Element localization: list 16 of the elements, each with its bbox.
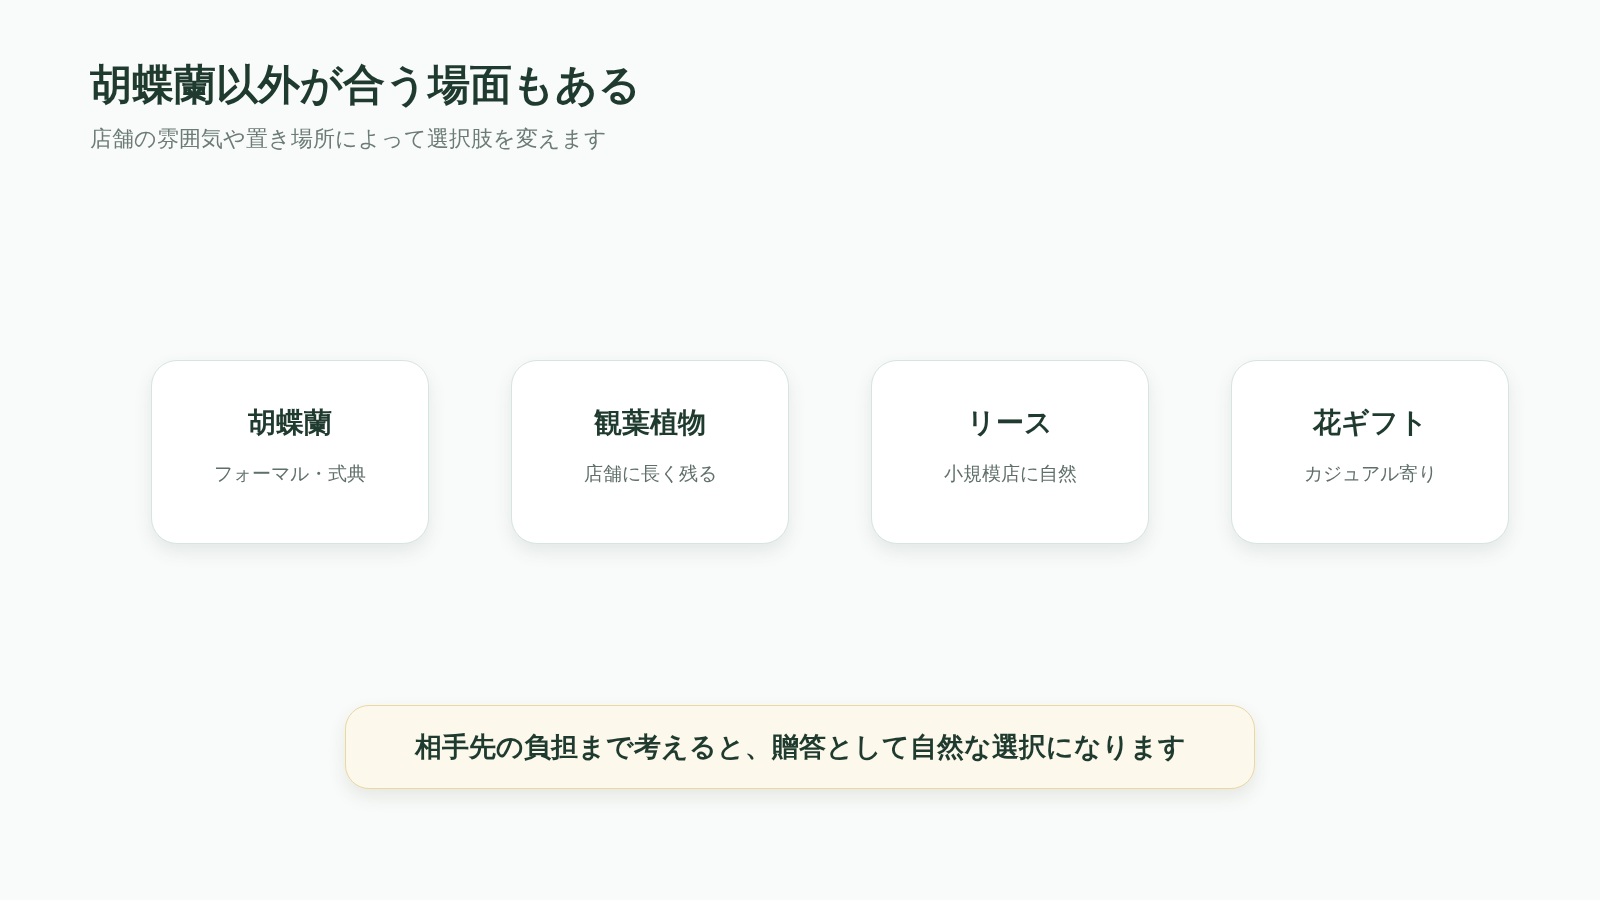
card bbox=[1231, 360, 1509, 544]
card-title: 胡蝶蘭 bbox=[247, 405, 333, 441]
subtitle: 店舗の雰囲気や置き場所によって選択肢を変えます bbox=[90, 125, 607, 153]
card-description: フォーマル・式典 bbox=[213, 461, 367, 486]
callout-text: 相手先の負担まで考えると、贈答として自然な選択になります bbox=[414, 730, 1186, 765]
card-description: 小規模店に自然 bbox=[942, 461, 1078, 486]
card bbox=[151, 360, 429, 544]
title: 胡蝶蘭以外が合う場面もある bbox=[90, 60, 641, 111]
card-description: 店舗に長く残る bbox=[582, 461, 718, 486]
card bbox=[871, 360, 1149, 544]
card-description: カジュアル寄り bbox=[1302, 461, 1438, 486]
card-title: 観葉植物 bbox=[593, 405, 707, 441]
card-title: 花ギフト bbox=[1311, 405, 1429, 441]
callout-box bbox=[345, 705, 1255, 789]
card-title: リース bbox=[966, 405, 1054, 441]
card bbox=[511, 360, 789, 544]
